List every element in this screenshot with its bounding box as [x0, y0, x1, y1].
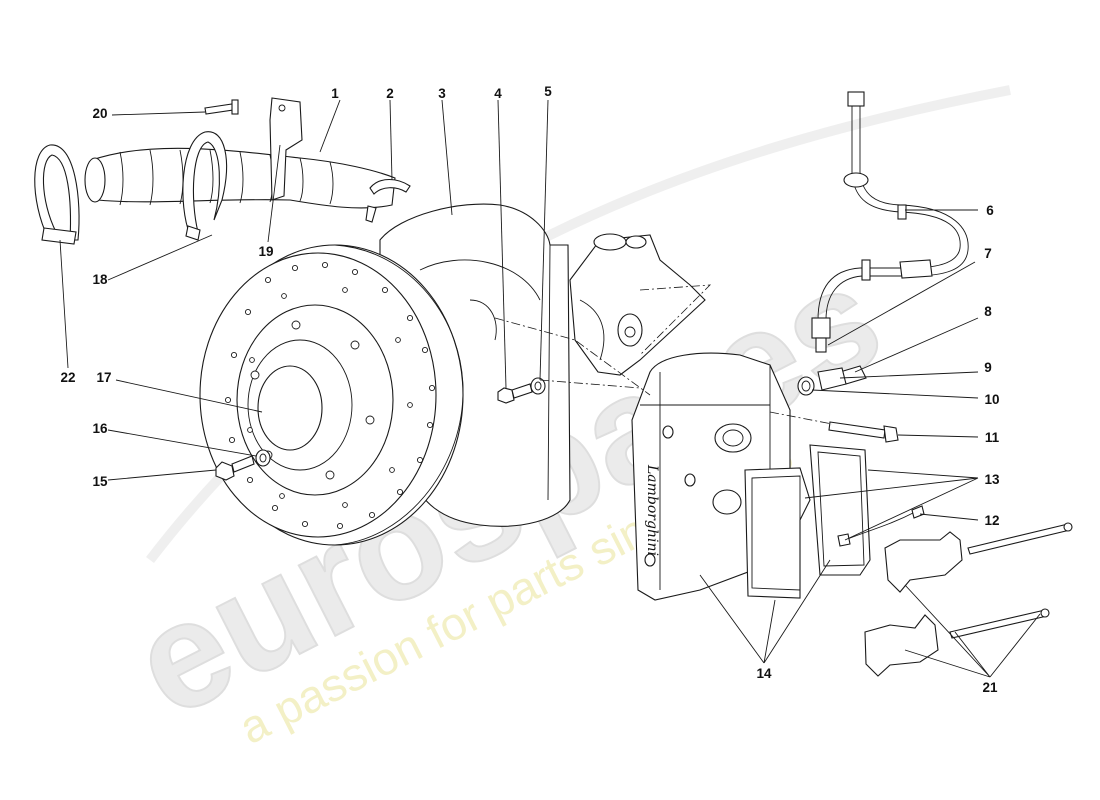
- washer-16: [255, 449, 271, 467]
- callout-20: 20: [92, 106, 107, 121]
- callout-4: 4: [494, 86, 502, 101]
- hose-clamp-18: [182, 131, 228, 241]
- callout-18: 18: [92, 272, 108, 287]
- hose-clamp-22: [34, 144, 80, 245]
- washer-10: [797, 376, 815, 396]
- callout-3: 3: [438, 86, 446, 101]
- callout-labels: 1 2 3 4 5 6 7 8 9 10 11 12 13 14 15 16 1…: [60, 84, 1000, 695]
- air-duct: [84, 147, 396, 209]
- callout-12: 12: [984, 513, 999, 528]
- pad-retaining-pin-upper: [967, 522, 1073, 555]
- callout-1: 1: [331, 86, 339, 101]
- callout-6: 6: [986, 203, 994, 218]
- callout-13: 13: [984, 472, 1000, 487]
- bolt-4: [497, 383, 533, 404]
- callout-7: 7: [984, 246, 992, 261]
- pad-retaining-pin-lower: [949, 608, 1050, 639]
- brake-pad-outer: [809, 444, 871, 576]
- callout-8: 8: [984, 304, 992, 319]
- duct-bracket: [269, 97, 303, 201]
- washer-5: [530, 377, 546, 395]
- caliper-logo: Lamborghini: [644, 464, 660, 556]
- bolt-11: [828, 421, 899, 443]
- anti-rattle-spring-upper: [884, 531, 963, 593]
- callout-5: 5: [544, 84, 552, 99]
- brake-pad-inner: [744, 467, 811, 599]
- assembly-axis-lines: [494, 284, 833, 425]
- callout-2: 2: [386, 86, 394, 101]
- banjo-fitting-9: [817, 367, 847, 391]
- callout-10: 10: [984, 392, 999, 407]
- callout-16: 16: [92, 421, 108, 436]
- brake-caliper: Lamborghini: [631, 352, 791, 601]
- callout-15: 15: [92, 474, 108, 489]
- bolt-20: [204, 99, 239, 115]
- callout-19: 19: [258, 244, 273, 259]
- callout-17: 17: [96, 370, 111, 385]
- brake-hose: [811, 91, 969, 353]
- leader-lines: [59, 99, 1041, 678]
- wheel-carrier: [569, 233, 706, 376]
- brake-disc: [199, 244, 464, 546]
- anti-rattle-spring-lower: [864, 614, 939, 677]
- callout-9: 9: [984, 360, 992, 375]
- callout-22: 22: [60, 370, 75, 385]
- hose-clamp-2: [365, 178, 411, 223]
- bolt-15: [215, 455, 255, 481]
- disc-drill-holes: [224, 261, 436, 530]
- callout-11: 11: [985, 430, 1000, 445]
- callout-21: 21: [982, 680, 998, 695]
- callout-14: 14: [756, 666, 772, 681]
